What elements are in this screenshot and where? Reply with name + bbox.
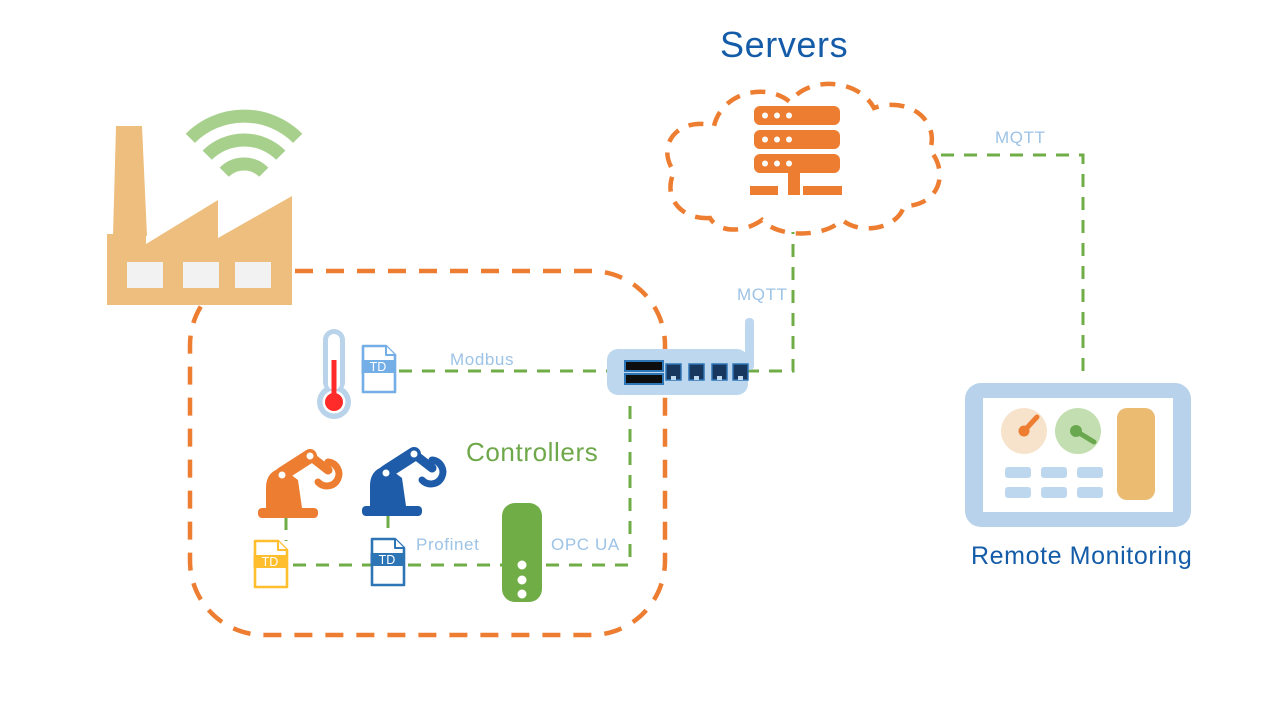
link-profinet-opcua xyxy=(293,396,632,567)
protocol-label-mqtt-remote: MQTT xyxy=(995,128,1046,147)
factory-icon xyxy=(107,126,292,305)
cloud-icon xyxy=(665,81,942,236)
router-ports xyxy=(665,363,749,381)
protocol-label-profinet: Profinet xyxy=(416,535,480,554)
remote-monitoring-title: Remote Monitoring xyxy=(971,542,1193,570)
gauge-green xyxy=(1055,408,1101,454)
gauge-orange xyxy=(1001,408,1047,454)
robot-arm-icon-orange xyxy=(258,449,343,518)
router-icon xyxy=(607,318,754,395)
thermometer-icon xyxy=(317,329,351,419)
td-document-icon-blue-robot: TD xyxy=(370,537,406,587)
plc-controller-icon xyxy=(502,503,542,602)
td-label: TD xyxy=(379,553,396,567)
robot-arm-icon-blue xyxy=(362,447,447,516)
protocol-label-modbus: Modbus xyxy=(450,350,515,369)
td-document-icon-thermometer: TD xyxy=(361,344,397,394)
servers-title: Servers xyxy=(720,24,849,65)
plant-boundary-dashed-box xyxy=(187,268,668,638)
server-stack-icon xyxy=(750,106,842,195)
link-router-to-cloud xyxy=(746,232,795,373)
td-document-icon-orange-robot: TD xyxy=(253,539,289,589)
controllers-label: Controllers xyxy=(466,437,599,467)
protocol-label-mqtt-gateway: MQTT xyxy=(737,285,788,304)
protocol-label-opc-ua: OPC UA xyxy=(551,535,620,554)
wifi-icon xyxy=(185,109,303,178)
link-cloud-to-remote xyxy=(941,153,1085,381)
router-status-bars xyxy=(624,360,664,385)
dashboard-side-panel xyxy=(1117,408,1155,500)
dashboard-widgets xyxy=(1005,467,1103,498)
dashboard-tablet-icon xyxy=(965,383,1191,527)
td-label: TD xyxy=(262,555,279,569)
td-label: TD xyxy=(370,360,387,374)
